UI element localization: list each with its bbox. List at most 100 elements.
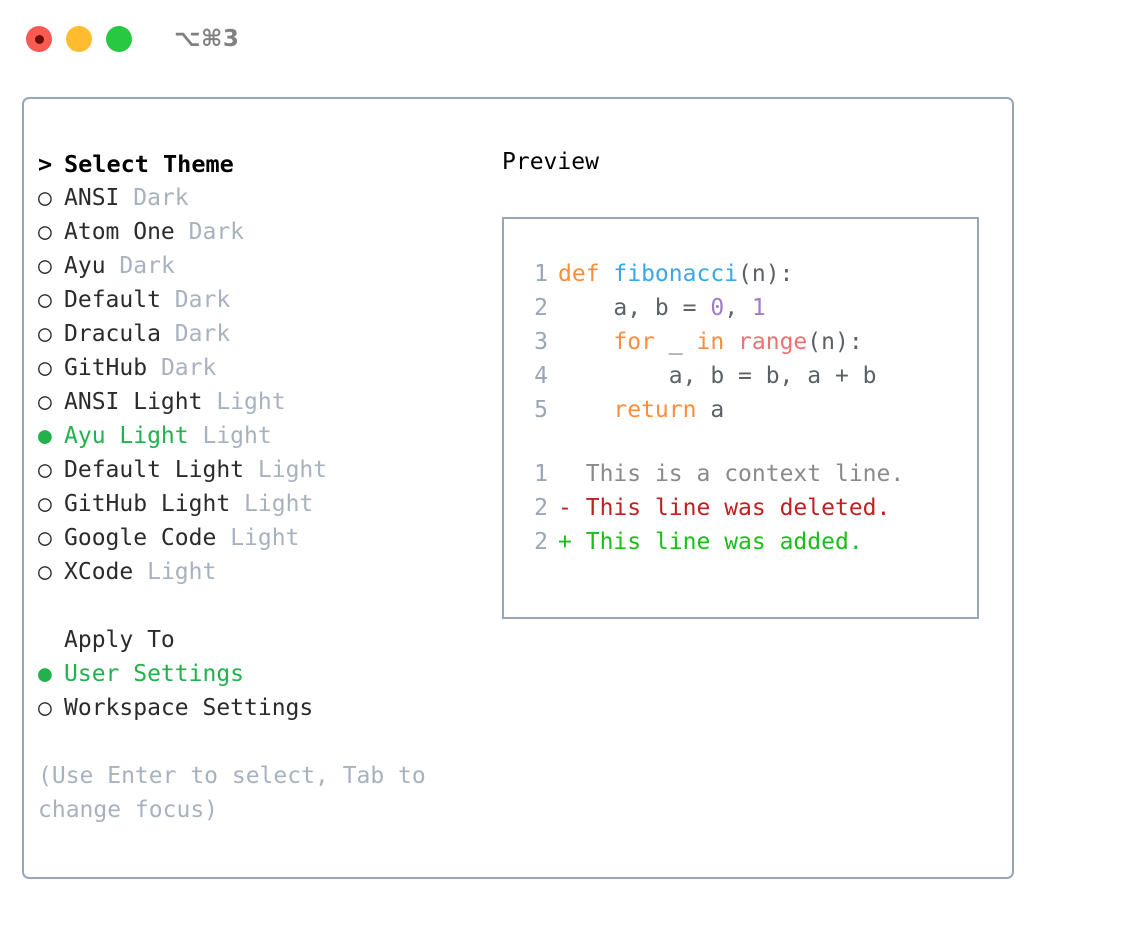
theme-variant-badge: Light	[202, 423, 272, 449]
code-token: a, b = b, a + b	[558, 363, 877, 389]
apply-to-option[interactable]: ○ Workspace Settings	[38, 691, 478, 725]
recording-indicator-icon	[34, 34, 44, 44]
theme-name: GitHub Light	[64, 491, 231, 517]
code-token: ,	[724, 295, 752, 321]
theme-name-gap	[244, 457, 258, 483]
code-line: 4 a, b = b, a + b	[522, 359, 977, 393]
theme-name-gap	[161, 287, 175, 313]
theme-list-item[interactable]: ● Ayu Light Light	[38, 419, 478, 453]
code-token: in	[696, 329, 739, 355]
diff-text: This is a context line.	[585, 461, 905, 487]
minimize-button[interactable]	[66, 26, 92, 52]
theme-name-gap	[230, 491, 244, 517]
diff-line: 2- This line was deleted.	[522, 491, 977, 525]
main-panel: >Select Theme ○ANSI Dark○Atom One Dark○A…	[22, 97, 1014, 879]
theme-list-item[interactable]: ○Dracula Dark	[38, 317, 478, 351]
theme-list-item[interactable]: ○ Atom One Dark	[38, 215, 478, 249]
theme-name: Google Code	[64, 525, 217, 551]
theme-list: ○ANSI Dark○Atom One Dark○Ayu Dark○Defaul…	[38, 181, 478, 589]
radio-selected-icon: ●	[38, 661, 52, 687]
diff-line: 2+ This line was added.	[522, 525, 977, 559]
theme-name: Ayu Light	[64, 423, 189, 449]
theme-name: Atom One	[64, 219, 175, 245]
theme-variant-badge: Light	[147, 559, 217, 585]
theme-list-item[interactable]: ○Default Light Light	[38, 453, 478, 487]
apply-to-list: ● User Settings ○ Workspace Settings	[38, 657, 478, 725]
radio-selected-icon: ●	[38, 423, 52, 449]
diff-line-number: 1	[534, 461, 548, 487]
keyboard-hint: (Use Enter to select, Tab to change focu…	[38, 763, 440, 823]
theme-list-item[interactable]: ○ Ayu Dark	[38, 249, 478, 283]
code-token: fibonacci	[613, 261, 739, 287]
code-line-number: 4	[534, 363, 548, 389]
diff-sign	[558, 461, 572, 487]
code-token: for	[558, 329, 669, 355]
theme-name: XCode	[64, 559, 134, 585]
theme-list-item[interactable]: ○ANSI Light Light	[38, 385, 478, 419]
close-button[interactable]	[26, 26, 52, 52]
theme-name-gap	[216, 525, 230, 551]
theme-variant-badge: Dark	[160, 355, 217, 381]
cursor-caret-icon: >	[38, 150, 53, 178]
select-theme-header-label: Select Theme	[64, 150, 234, 178]
maximize-button[interactable]	[106, 26, 132, 52]
theme-selector-column: >Select Theme ○ANSI Dark○Atom One Dark○A…	[38, 147, 478, 827]
theme-variant-badge: Dark	[133, 185, 189, 211]
theme-list-item[interactable]: ○ GitHub Dark	[38, 351, 478, 385]
diff-sign: +	[558, 529, 572, 555]
apply-to-option[interactable]: ● User Settings	[38, 657, 478, 691]
code-line-number: 2	[534, 295, 548, 321]
radio-unselected-icon: ○	[38, 525, 52, 551]
theme-name-gap	[189, 423, 203, 449]
traffic-light-buttons	[26, 26, 132, 52]
theme-variant-badge: Light	[230, 525, 300, 551]
theme-name-gap	[119, 185, 133, 211]
diff-gap	[572, 495, 586, 521]
apply-to-label: Apply To	[64, 627, 175, 653]
theme-list-item[interactable]: ○Default Dark	[38, 283, 478, 317]
code-line-number: 3	[534, 329, 548, 355]
theme-name: ANSI	[64, 185, 120, 211]
theme-variant-badge: Dark	[174, 321, 231, 347]
code-diff-separator	[522, 427, 977, 457]
theme-variant-badge: Dark	[119, 253, 175, 279]
code-token: _	[668, 329, 697, 355]
code-line: 5 return a	[522, 393, 977, 427]
radio-unselected-icon: ○	[38, 219, 52, 245]
diff-line-number: 2	[534, 495, 548, 521]
radio-unselected-icon: ○	[38, 695, 52, 721]
title-bar: ⌥⌘3	[0, 0, 1140, 78]
theme-variant-badge: Dark	[174, 287, 231, 313]
preview-title: Preview	[502, 149, 599, 175]
code-line: 2 a, b = 0, 1	[522, 291, 977, 325]
code-token: (n):	[738, 261, 794, 287]
code-token: a	[710, 397, 725, 423]
theme-name: Default Light	[64, 457, 245, 483]
theme-list-item[interactable]: ○GitHub Light Light	[38, 487, 478, 521]
theme-variant-badge: Dark	[188, 219, 245, 245]
theme-name: GitHub	[64, 355, 148, 381]
theme-list-item[interactable]: ○XCode Light	[38, 555, 478, 589]
code-line-number: 5	[534, 397, 548, 423]
theme-name-gap	[161, 321, 175, 347]
theme-variant-badge: Light	[257, 457, 328, 483]
apply-to-option-label: User Settings	[64, 661, 245, 687]
theme-list-item[interactable]: ○ ANSI Dark	[38, 181, 478, 215]
theme-variant-badge: Light	[244, 491, 314, 517]
diff-block: 1 This is a context line. 2- This line wa…	[522, 457, 977, 559]
theme-name: Ayu	[64, 253, 106, 279]
radio-unselected-icon: ○	[38, 355, 52, 381]
theme-name: Dracula	[64, 321, 161, 347]
theme-list-item[interactable]: ○ Google Code Light	[38, 521, 478, 555]
radio-unselected-icon: ○	[38, 287, 52, 313]
apply-to-option-label: Workspace Settings	[64, 695, 314, 721]
theme-name-gap	[106, 253, 120, 279]
radio-unselected-icon: ○	[38, 253, 52, 279]
code-token: a, b =	[558, 295, 711, 321]
theme-name-gap	[133, 559, 147, 585]
diff-gap	[572, 461, 586, 487]
radio-unselected-icon: ○	[38, 185, 52, 211]
